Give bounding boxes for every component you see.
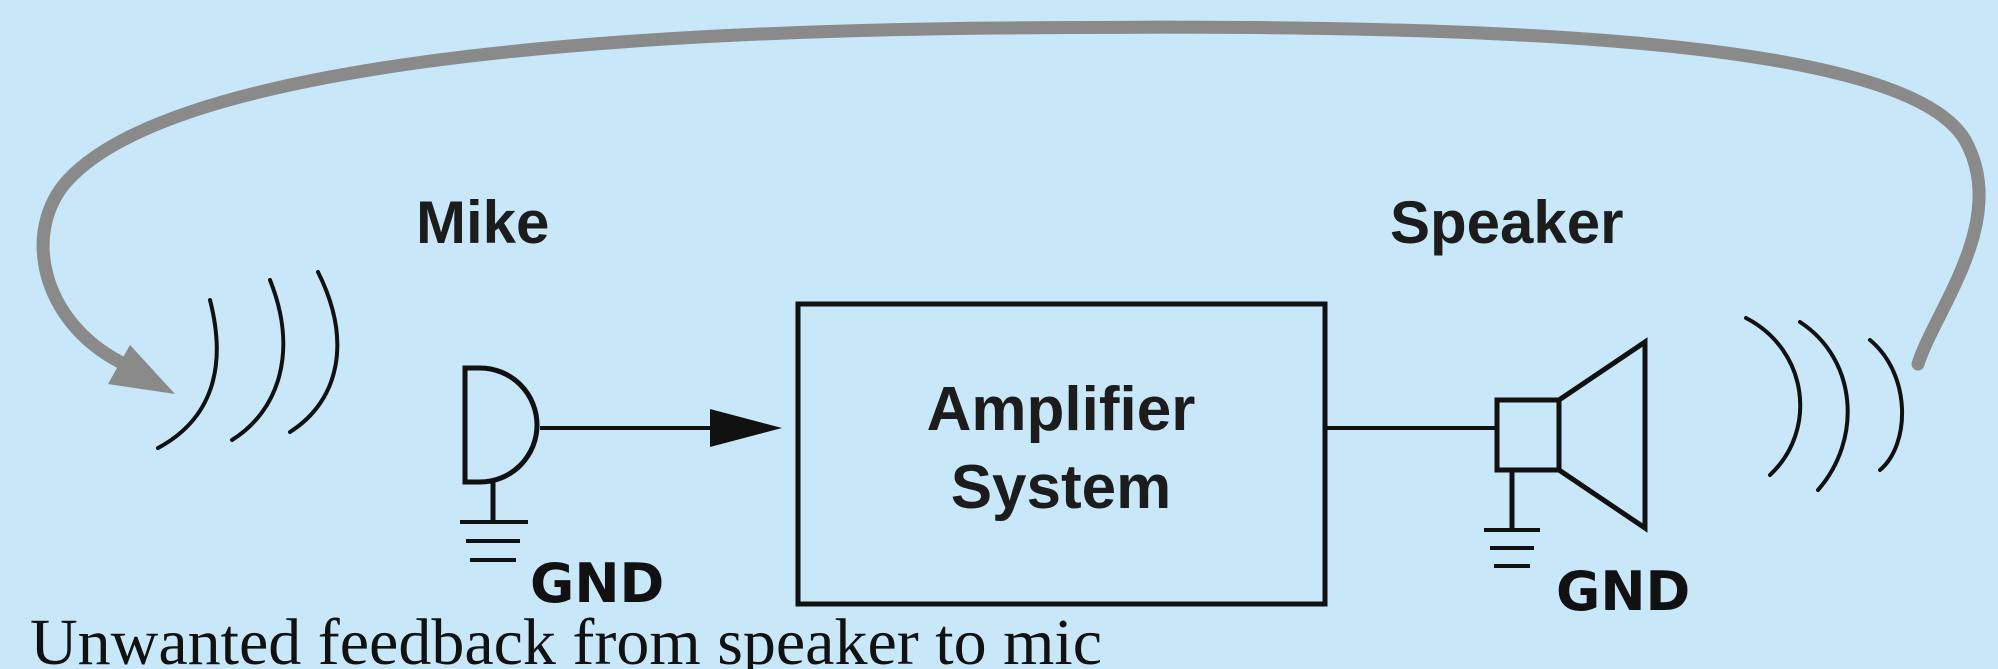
sound-wave-icon [1744, 316, 1905, 492]
figure-caption: Unwanted feedback from speaker to mic [30, 610, 1103, 669]
microphone-icon [462, 365, 540, 522]
speaker-ground-label: GND [1556, 560, 1690, 623]
sound-wave-icon [156, 270, 340, 450]
speaker-icon [1494, 337, 1648, 533]
amplifier-label-line2: System [951, 453, 1172, 522]
amplifier-label-line1: Amplifier [927, 375, 1196, 444]
ground-icon [1484, 528, 1540, 568]
feedback-arrow-icon [36, 20, 1986, 394]
signal-arrow [540, 409, 782, 447]
amplifier-box [795, 301, 1328, 607]
ground-icon [460, 520, 528, 562]
mike-label: Mike [416, 189, 549, 256]
speaker-label: Speaker [1390, 189, 1624, 256]
mike-ground-label: GND [530, 552, 664, 615]
